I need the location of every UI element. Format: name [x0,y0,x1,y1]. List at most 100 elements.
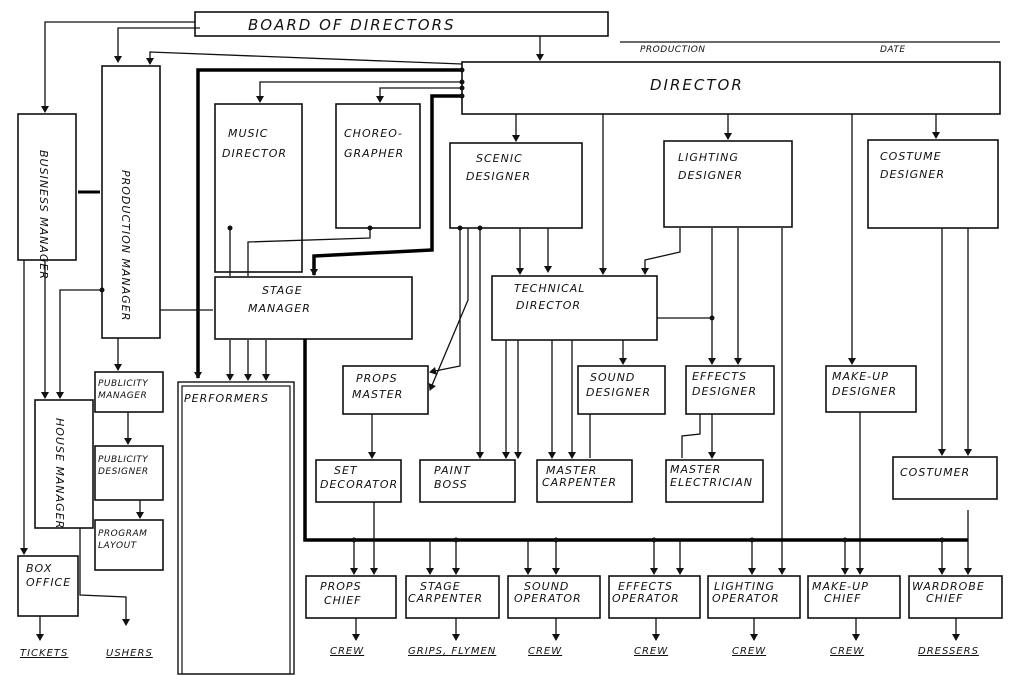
scenic-designer-label-1: Scenic [476,152,523,165]
production-label: Production [640,45,706,55]
stage-manager-label-1: Stage [262,284,303,297]
director-label: Director [650,76,744,94]
program-layout-label-2: Layout [98,541,138,551]
set-decorator-label-2: Decorator [320,478,398,491]
choreographer-label-2: grapher [344,147,404,160]
box-office-box: Box Office [17,555,79,617]
lighting-operator-label-1: Lighting [714,580,775,593]
tickets-label: Tickets [20,648,68,659]
makeup-designer-label-2: Designer [832,385,897,398]
director-box: Director [461,61,1001,115]
props-master-label-1: Props [356,372,398,385]
costume-designer-label-2: Designer [880,168,945,181]
publicity-designer-label-1: Publicity [98,455,149,465]
house-manager-label: House Manager [53,418,66,529]
stage-carpenter-label-1: Stage [420,580,461,593]
sound-operator-label-2: Operator [514,592,582,605]
effects-designer-label-2: Designer [692,385,757,398]
choreographer-box: Choreo- grapher [335,103,421,229]
props-chief-label-2: Chief [324,594,361,607]
props-chief-box: Props Chief [305,575,397,619]
props-master-box: Props Master [342,365,429,415]
paint-boss-box: Paint Boss [419,459,516,503]
effects-operator-label-2: Operator [612,592,680,605]
crew-label-lighting: Crew [732,646,766,657]
grips-flymen-label: Grips, Flymen [408,646,496,657]
makeup-designer-box: Make-up Designer [825,365,917,413]
publicity-designer-box: Publicity Designer [94,445,164,501]
costumer-label: Costumer [900,466,970,479]
stage-manager-box: Stage Manager [214,276,413,340]
master-carpenter-label-2: Carpenter [542,476,617,489]
technical-director-label-1: Technical [514,282,585,295]
lighting-operator-box: Lighting Operator [707,575,801,619]
box-office-label-1: Box [26,562,52,575]
lighting-designer-label-1: Lighting [678,151,739,164]
production-manager-box: Production Manager [101,65,161,339]
set-decorator-box: Set Decorator [315,459,402,503]
sound-designer-label-2: Designer [586,386,651,399]
makeup-chief-box: Make-up Chief [807,575,901,619]
master-electrician-label-1: Master [670,463,721,476]
wardrobe-chief-box: Wardrobe Chief [908,575,1003,619]
business-manager-label: Business Manager [37,150,50,280]
date-label: Date [880,45,906,55]
crew-label-makeup: Crew [830,646,864,657]
ushers-label: Ushers [106,648,153,659]
production-manager-label: Production Manager [119,170,132,321]
crew-label-effects: Crew [634,646,668,657]
stage-carpenter-label-2: Carpenter [408,592,483,605]
music-director-box: Music Director [214,103,303,273]
sound-operator-label-1: Sound [524,580,569,593]
music-director-label-1: Music [228,127,268,140]
effects-designer-box: Effects Designer [685,365,775,415]
set-decorator-label-1: Set [334,464,358,477]
paint-boss-label-1: Paint [434,464,471,477]
performers-box: Performers [177,381,295,675]
props-chief-label-1: Props [320,580,362,593]
music-director-label-2: Director [222,147,287,160]
wardrobe-chief-label-2: Chief [926,592,963,605]
makeup-designer-label-1: Make-up [832,370,889,383]
wardrobe-chief-label-1: Wardrobe [912,580,985,593]
publicity-manager-label-1: Publicity [98,379,149,389]
board-of-directors-box: Board of Directors [194,11,609,37]
box-office-label-2: Office [26,576,71,589]
paint-boss-label-2: Boss [434,478,468,491]
effects-operator-label-1: Effects [618,580,673,593]
program-layout-box: Program Layout [94,519,164,571]
choreographer-label-1: Choreo- [344,127,403,140]
master-carpenter-box: Master Carpenter [536,459,633,503]
sound-designer-box: Sound Designer [577,365,666,415]
business-manager-box: Business Manager [17,113,77,280]
crew-label-sound: Crew [528,646,562,657]
board-of-directors-label: Board of Directors [248,16,456,34]
dressers-label: Dressers [918,646,979,657]
master-carpenter-label-1: Master [546,464,597,477]
publicity-designer-label-2: Designer [98,467,149,477]
program-layout-label-1: Program [98,529,147,539]
makeup-chief-label-1: Make-up [812,580,869,593]
effects-designer-label-1: Effects [692,370,747,383]
master-electrician-box: Master Electrician [665,459,764,503]
scenic-designer-box: Scenic Designer [449,142,583,229]
master-electrician-label-2: Electrician [670,476,753,489]
lighting-designer-label-2: Designer [678,169,743,182]
lighting-operator-label-2: Operator [712,592,780,605]
crew-label-props: Crew [330,646,364,657]
costumer-box: Costumer [892,456,998,500]
lighting-designer-box: Lighting Designer [663,140,793,228]
stage-manager-label-2: Manager [248,302,311,315]
performers-label: Performers [184,392,269,405]
house-manager-box: House Manager [34,399,94,529]
connectors [20,21,972,641]
props-master-label-2: Master [352,388,403,401]
publicity-manager-label-2: Manager [98,391,147,401]
costume-designer-box: Costume Designer [867,139,999,229]
costume-designer-label-1: Costume [880,150,942,163]
effects-operator-box: Effects Operator [608,575,701,619]
stage-carpenter-box: Stage Carpenter [405,575,500,619]
scenic-designer-label-2: Designer [466,170,531,183]
sound-designer-label-1: Sound [590,371,635,384]
technical-director-label-2: Director [516,299,581,312]
